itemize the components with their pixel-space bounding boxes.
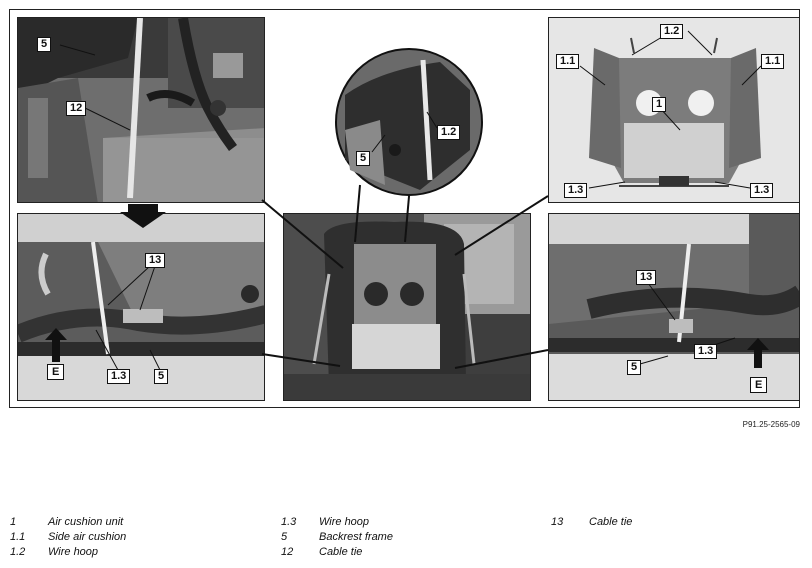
legend-number: 12 <box>281 546 294 558</box>
photo-seat-overview <box>283 213 531 401</box>
legend-text: Wire hoop <box>48 546 99 558</box>
callout-1-3: 1.3 <box>694 344 718 359</box>
photo-cable-ties-right <box>548 213 800 401</box>
legend-item: 1.2 Wire hoop <box>10 545 270 560</box>
legend-text: Wire hoop <box>319 516 370 528</box>
callout-1-2: 1.2 <box>660 24 684 39</box>
callout-1-2: 1.2 <box>437 125 461 140</box>
callout-5: 5 <box>154 369 169 384</box>
legend-number: 5 <box>281 531 288 543</box>
figure-reference: P91.25-2565-09 <box>742 420 800 429</box>
legend-column: 13 Cable tie <box>551 515 811 530</box>
callout-1-1: 1.1 <box>556 54 580 69</box>
legend-number: 1.3 <box>281 516 297 528</box>
legend-item: 1 Air cushion unit <box>10 515 270 530</box>
photo-air-cushion-unit <box>548 17 800 203</box>
callout-12: 12 <box>66 101 87 116</box>
legend-column: 1.3 Wire hoop 5 Backrest frame 12 Cable tie <box>281 515 541 560</box>
legend-number: 13 <box>551 516 564 528</box>
legend-number: 1.2 <box>10 546 26 558</box>
callout-5: 5 <box>627 360 642 375</box>
legend-item: 5 Backrest frame <box>281 530 541 545</box>
view-e-label: E <box>47 364 65 380</box>
callout-1-1: 1.1 <box>761 54 785 69</box>
legend: 1 Air cushion unit 1.1 Side air cushion 1.… <box>10 515 810 565</box>
callout-5: 5 <box>356 151 371 166</box>
legend-item: 12 Cable tie <box>281 545 541 560</box>
callout-1-3: 1.3 <box>107 369 131 384</box>
callout-1-3: 1.3 <box>564 183 588 198</box>
legend-number: 1 <box>10 516 17 528</box>
legend-number: 1.1 <box>10 531 26 543</box>
callout-5: 5 <box>37 37 52 52</box>
legend-text: Air cushion unit <box>48 516 124 528</box>
callout-1-3: 1.3 <box>750 183 774 198</box>
legend-text: Backrest frame <box>319 531 393 543</box>
legend-item: 1.3 Wire hoop <box>281 515 541 530</box>
legend-item: 13 Cable tie <box>551 515 811 530</box>
callout-13: 13 <box>145 253 166 268</box>
legend-text: Cable tie <box>589 516 633 528</box>
photo-backrest-frame-cable-tie <box>17 17 265 203</box>
legend-column: 1 Air cushion unit 1.1 Side air cushion 1.… <box>10 515 270 560</box>
callout-13: 13 <box>636 270 657 285</box>
callout-1: 1 <box>652 97 667 112</box>
legend-text: Side air cushion <box>48 531 127 543</box>
legend-text: Cable tie <box>319 546 363 558</box>
legend-item: 1.1 Side air cushion <box>10 530 270 545</box>
view-e-label: E <box>750 377 768 393</box>
